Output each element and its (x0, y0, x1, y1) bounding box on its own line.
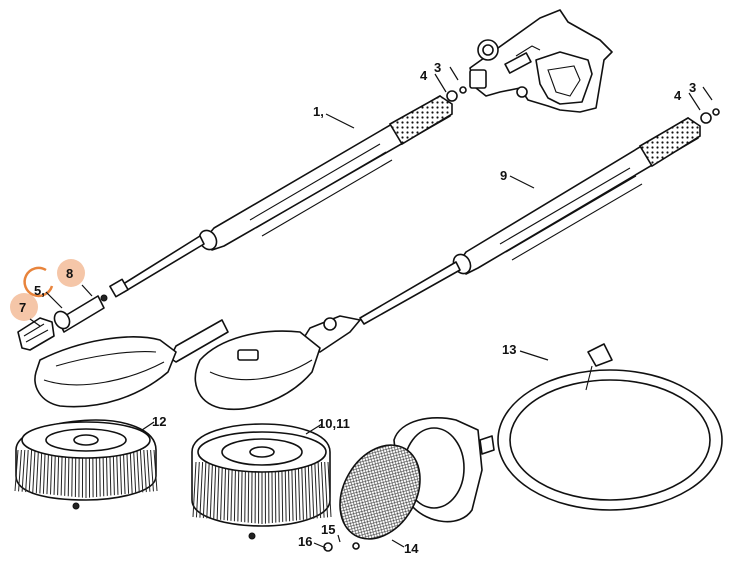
filter-housing-part-14 (324, 418, 494, 554)
callout-8: 8 (66, 266, 73, 281)
callout-4-upper: 4 (420, 68, 428, 83)
callout-9: 9 (500, 168, 507, 183)
lance-part-9 (360, 109, 719, 324)
lance-part-1 (110, 87, 466, 297)
callout-7: 7 (19, 300, 26, 315)
callout-3-upper: 3 (434, 60, 441, 75)
callout-16: 16 (298, 534, 312, 549)
callout-14: 14 (404, 541, 419, 556)
callout-10-11: 10,11 (318, 416, 350, 431)
callout-13: 13 (502, 342, 516, 357)
brush-part-10-11 (192, 424, 331, 539)
callout-5: 5, (34, 283, 45, 298)
callout-4-right: 4 (674, 88, 682, 103)
spray-gun (470, 10, 612, 112)
callout-15: 15 (321, 522, 335, 537)
callout-1: 1, (313, 104, 324, 119)
hose-part-13 (498, 344, 722, 510)
brush-part-12 (15, 420, 157, 509)
callout-12: 12 (152, 414, 166, 429)
callout-3-right: 3 (689, 80, 696, 95)
